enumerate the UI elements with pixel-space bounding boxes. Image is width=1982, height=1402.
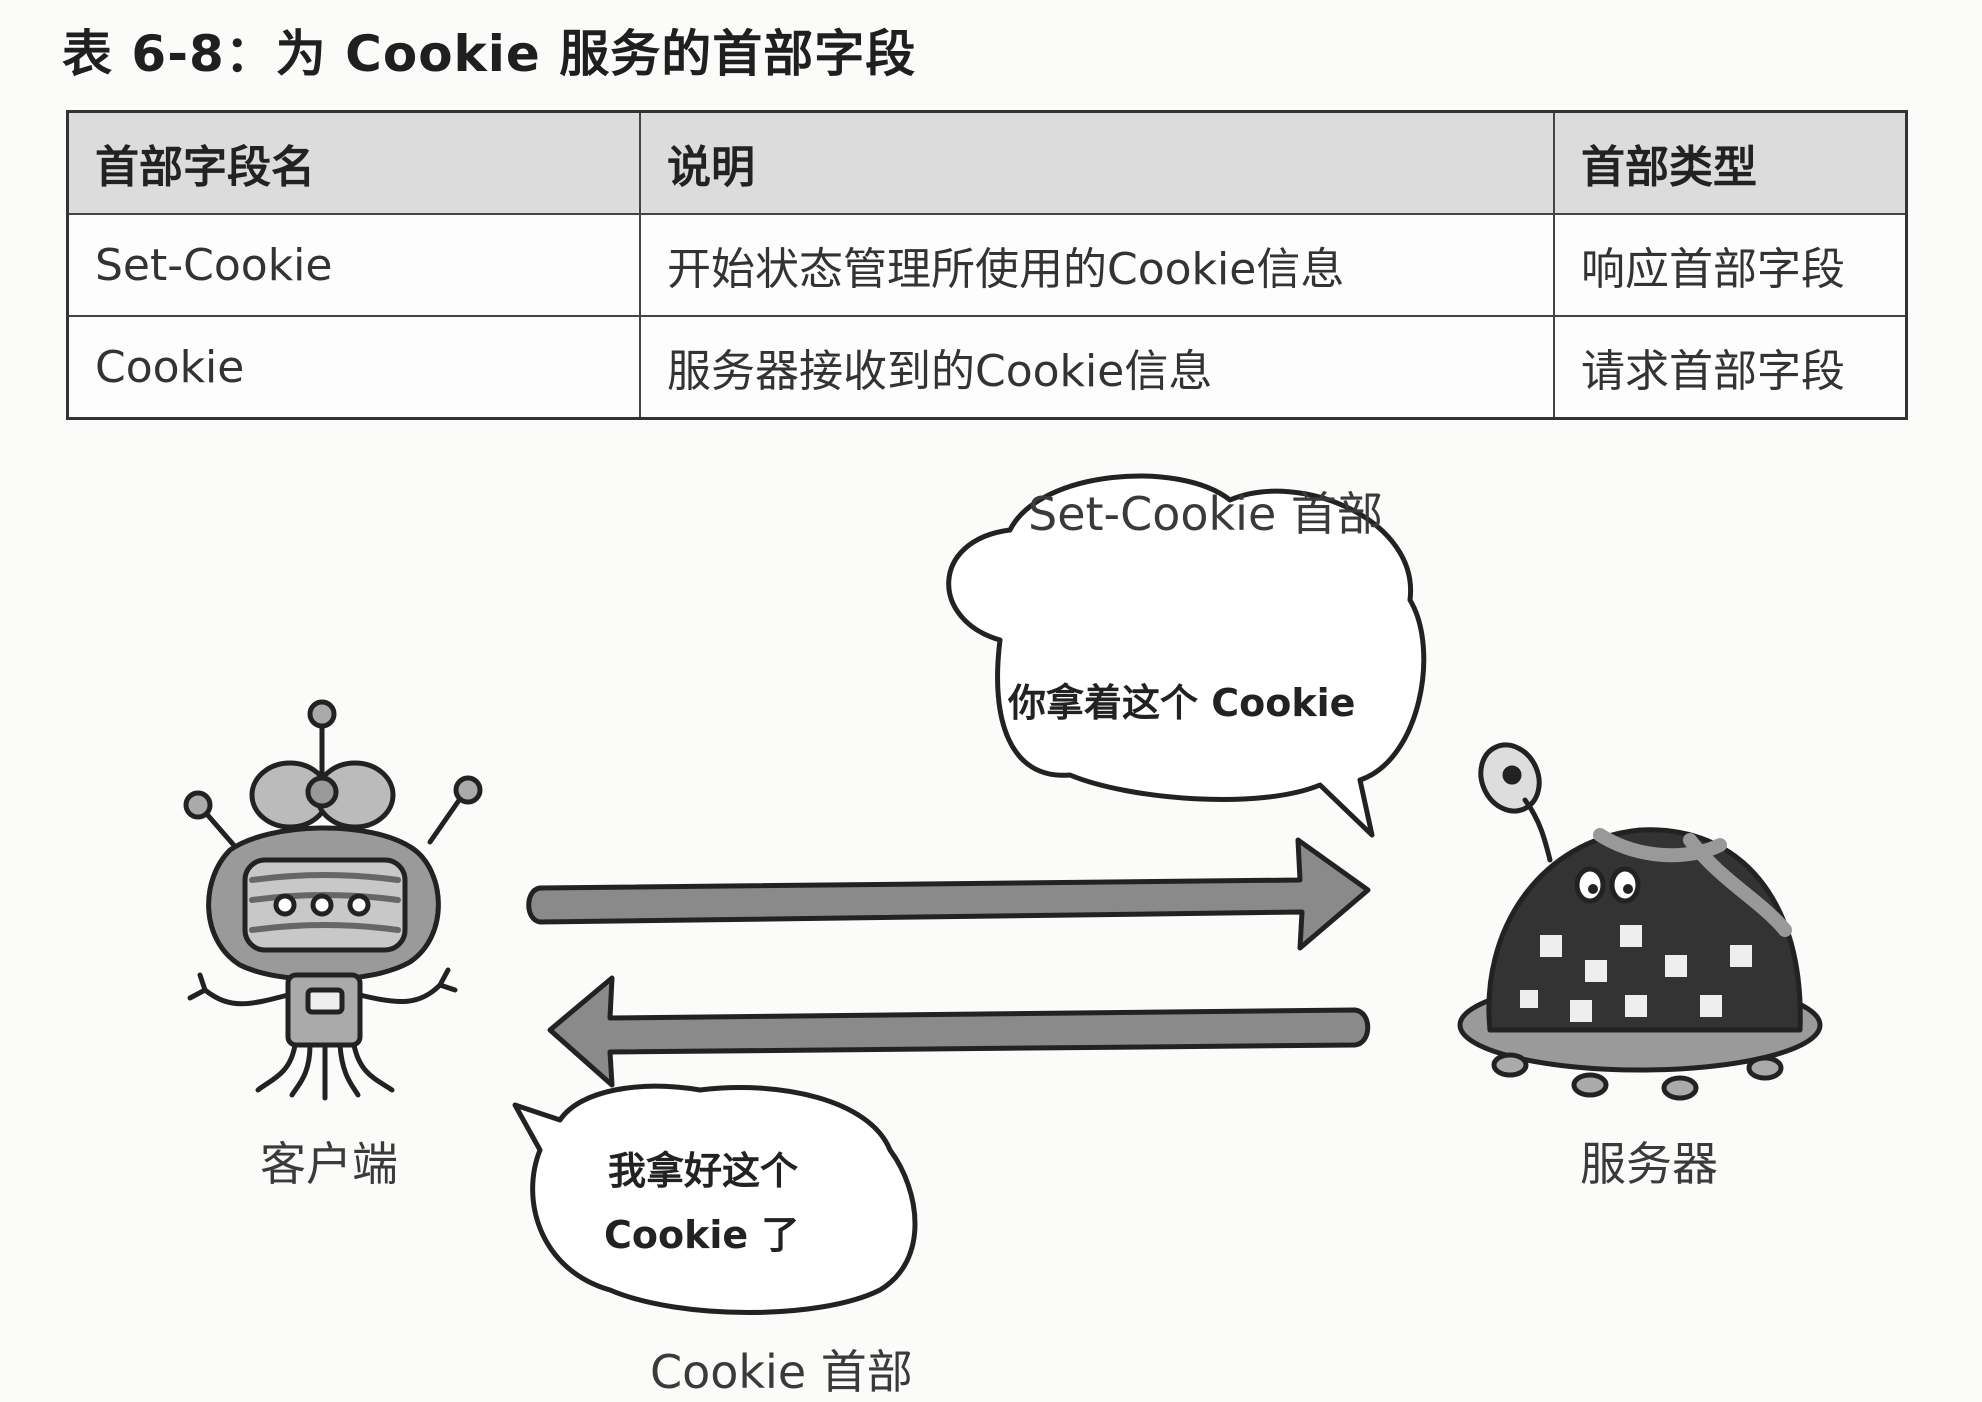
column-header-type: 首部类型 bbox=[1553, 110, 1908, 215]
table-caption: 表 6-8：为 Cookie 服务的首部字段 bbox=[62, 25, 917, 83]
table-cell: Cookie bbox=[66, 315, 641, 420]
client-bubble-text-line1: 我拿好这个 bbox=[608, 1149, 799, 1193]
table-row: Cookie 服务器接收到的Cookie信息 请求首部字段 bbox=[66, 315, 1908, 420]
table-cell: 开始状态管理所使用的Cookie信息 bbox=[639, 213, 1555, 317]
cookie-header-table: 首部字段名 说明 首部类型 Set-Cookie 开始状态管理所使用的Cooki… bbox=[66, 110, 1908, 420]
server-bubble-text: 你拿着这个 Cookie bbox=[1008, 681, 1356, 725]
set-cookie-arrow bbox=[526, 837, 1371, 951]
server-label: 服务器 bbox=[1580, 1137, 1718, 1191]
table-cell: 服务器接收到的Cookie信息 bbox=[639, 315, 1555, 420]
table-row: Set-Cookie 开始状态管理所使用的Cookie信息 响应首部字段 bbox=[66, 213, 1908, 317]
table-cell: 响应首部字段 bbox=[1553, 213, 1908, 317]
client-bubble-text-line2: Cookie 了 bbox=[604, 1213, 800, 1257]
table-header-row: 首部字段名 说明 首部类型 bbox=[66, 110, 1908, 215]
cookie-arrow bbox=[547, 975, 1371, 1088]
client-speech-bubble bbox=[512, 1083, 918, 1315]
set-cookie-header-label: Set-Cookie 首部 bbox=[1028, 487, 1383, 541]
client-label: 客户端 bbox=[260, 1137, 398, 1191]
client-robot-illustration bbox=[183, 699, 483, 1101]
table-cell: Set-Cookie bbox=[66, 213, 641, 317]
table-cell: 请求首部字段 bbox=[1553, 315, 1908, 420]
cookie-header-label: Cookie 首部 bbox=[650, 1345, 913, 1399]
column-header-description: 说明 bbox=[639, 110, 1555, 215]
column-header-field-name: 首部字段名 bbox=[66, 110, 641, 215]
server-speech-bubble bbox=[946, 473, 1427, 838]
server-robot-illustration bbox=[1457, 742, 1823, 1101]
